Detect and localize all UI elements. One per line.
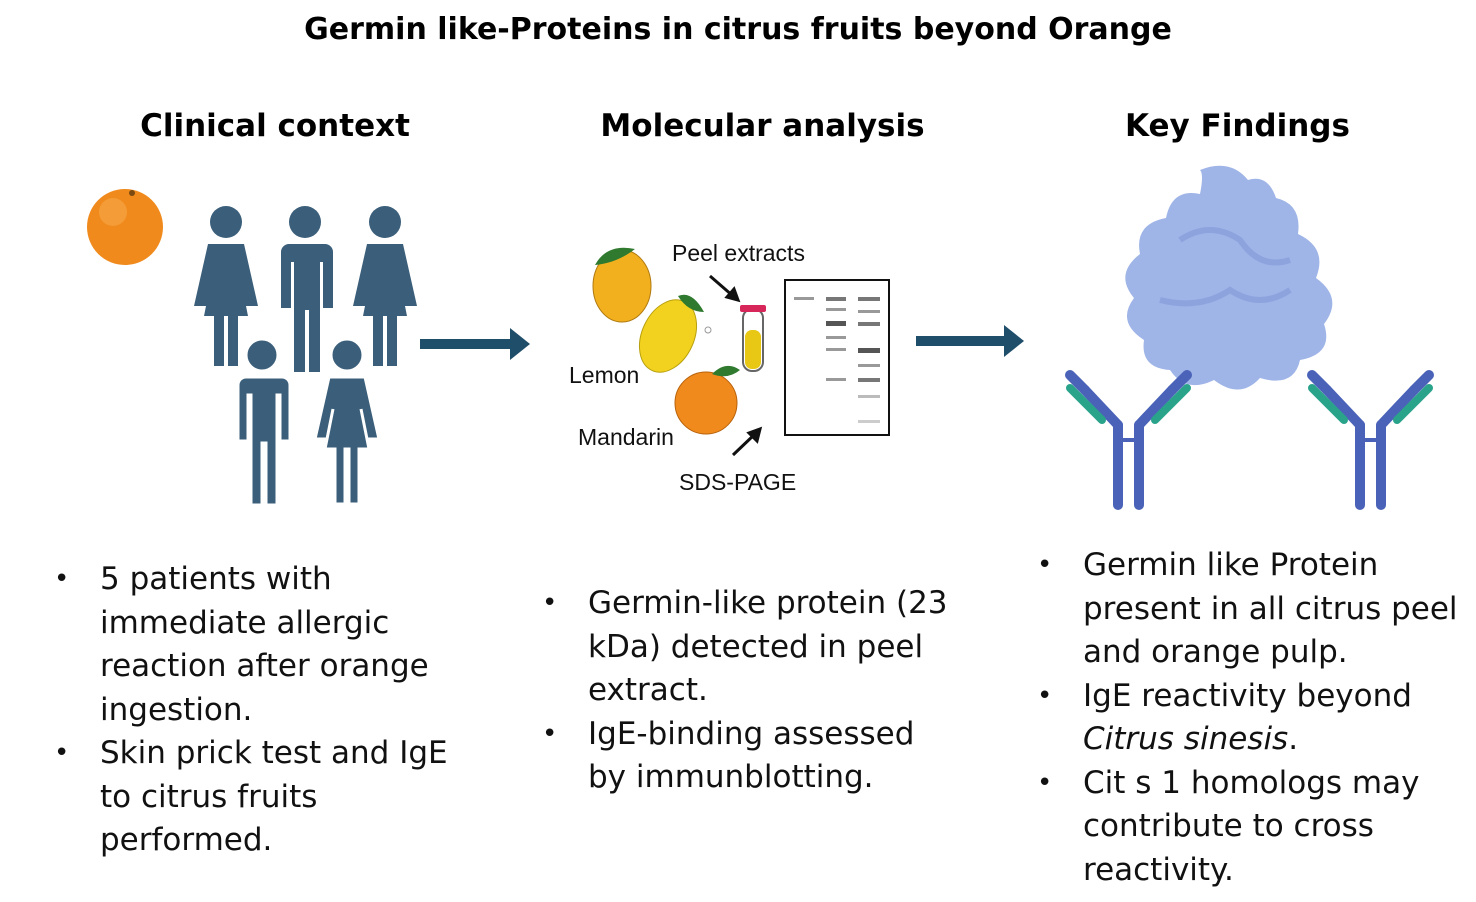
person-man-icon xyxy=(281,206,333,372)
orange-fruit-small-icon xyxy=(674,365,740,435)
orange-fruit-icon xyxy=(87,189,163,265)
person-woman-icon xyxy=(194,206,258,366)
bullet-item: Skin prick test and IgE to citrus fruits… xyxy=(54,732,474,863)
person-woman-icon xyxy=(353,206,417,366)
species-name: Citrus sinesis xyxy=(1083,721,1289,757)
label-lemon: Lemon xyxy=(569,362,640,388)
label-peel-extracts: Peel extracts xyxy=(672,240,805,266)
heading-clinical-context: Clinical context xyxy=(140,108,410,144)
label-sds-page: SDS-PAGE xyxy=(679,469,797,495)
lemon-fruit-icon xyxy=(638,294,712,373)
label-mandarin: Mandarin xyxy=(578,424,674,450)
bullet-item: Germin-like protein (23 kDa) detected in… xyxy=(542,582,962,713)
flow-arrow-icon xyxy=(420,328,530,360)
heading-key-findings: Key Findings xyxy=(1125,108,1350,144)
mandarin-fruit-icon xyxy=(592,247,652,323)
sds-page-gel-icon xyxy=(784,279,890,436)
molecular-bullet-list: Germin-like protein (23 kDa) detected in… xyxy=(542,582,962,800)
figure-title: Germin like-Proteins in citrus fruits be… xyxy=(304,12,1172,47)
pointer-arrow-icon xyxy=(709,274,763,457)
bullet-item: Germin like Protein present in all citru… xyxy=(1037,544,1467,675)
bullet-item: IgE-binding assessed by immunblotting. xyxy=(542,713,962,800)
bullet-text: . xyxy=(1288,721,1299,757)
bullet-item: IgE reactivity beyond Citrus sinesis. xyxy=(1037,675,1467,762)
person-man-icon xyxy=(236,337,292,507)
bullet-item: 5 patients with immediate allergic react… xyxy=(54,558,474,732)
bullet-item: Cit s 1 homologs may contribute to cross… xyxy=(1037,762,1467,893)
test-tube-icon xyxy=(740,305,766,372)
heading-molecular-analysis: Molecular analysis xyxy=(600,108,925,144)
antibody-right-icon xyxy=(1307,370,1434,510)
patients-group-icon xyxy=(194,206,417,507)
protein-structure-icon xyxy=(1125,165,1333,390)
findings-bullet-list: Germin like Protein present in all citru… xyxy=(1037,544,1467,892)
clinical-bullet-list: 5 patients with immediate allergic react… xyxy=(54,558,474,863)
person-woman-icon xyxy=(313,337,381,506)
flow-arrow-icon xyxy=(916,325,1024,357)
antibody-left-icon xyxy=(1065,370,1192,510)
bullet-text: IgE reactivity beyond xyxy=(1083,677,1412,714)
